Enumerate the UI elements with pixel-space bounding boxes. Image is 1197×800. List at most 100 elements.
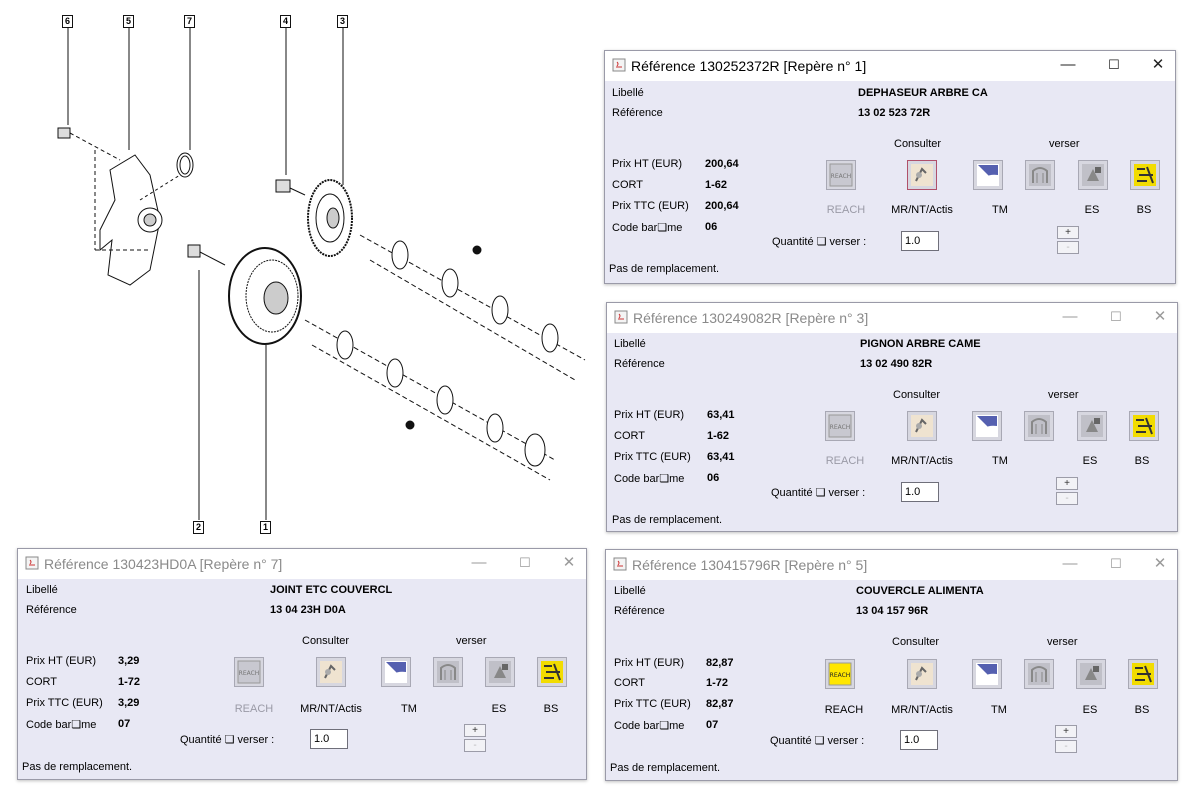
mr-nt-actis-button[interactable]	[316, 657, 346, 687]
manual-book-icon	[911, 415, 933, 437]
es-button[interactable]	[1077, 411, 1107, 441]
bs-button[interactable]	[537, 657, 567, 687]
engine-button[interactable]	[1025, 160, 1055, 190]
prix-ttc-value: 200,64	[705, 200, 739, 212]
reach-label: REACH	[824, 704, 864, 716]
es-button[interactable]	[485, 657, 515, 687]
reach-button[interactable]: REACH	[825, 659, 855, 689]
callout-7[interactable]: 7	[184, 15, 195, 28]
tm-button[interactable]	[973, 160, 1003, 190]
callout-1[interactable]: 1	[260, 521, 271, 534]
code-bareme-value: 07	[706, 719, 719, 731]
libelle-label: Libellé	[614, 338, 646, 350]
callout-4[interactable]: 4	[280, 15, 291, 28]
bs-button[interactable]	[1130, 160, 1160, 190]
code-bareme-value: 06	[707, 472, 720, 484]
bs-warning-icon	[1132, 663, 1154, 685]
prix-ttc-label: Prix TTC (EUR)	[612, 200, 689, 212]
reach-icon: REACH	[829, 163, 853, 187]
decrement-button[interactable]: -	[1055, 740, 1077, 753]
reference-value: 13 02 490 82R	[860, 358, 933, 370]
maximize-button[interactable]: ☐	[1108, 57, 1120, 72]
callout-6[interactable]: 6	[62, 15, 73, 28]
close-button[interactable]: ✕	[562, 554, 576, 571]
engine-button[interactable]	[433, 657, 463, 687]
title-bar[interactable]: Référence 130252372R [Repère n° 1] — ☐ ✕	[605, 51, 1175, 81]
java-app-icon	[612, 58, 626, 72]
tm-document-icon	[976, 663, 998, 685]
decrement-button[interactable]: -	[1057, 241, 1079, 254]
quantite-label: Quantité ❏ verser :	[772, 236, 867, 248]
quantite-input[interactable]	[901, 482, 939, 502]
title-bar[interactable]: Référence 130415796R [Repère n° 5] — ☐ ✕	[606, 550, 1177, 580]
exploded-view-drawing	[57, 27, 586, 520]
cort-value: 1-62	[705, 179, 728, 191]
tm-button[interactable]	[381, 657, 411, 687]
java-app-icon	[25, 556, 39, 570]
minimize-button[interactable]: —	[1062, 555, 1078, 572]
title-bar[interactable]: Référence 130249082R [Repère n° 3] — ☐ ✕	[607, 303, 1177, 333]
callout-3[interactable]: 3	[337, 15, 348, 28]
libelle-label: Libellé	[614, 585, 646, 597]
cort-value: 1-62	[707, 430, 730, 442]
bs-button[interactable]	[1129, 411, 1159, 441]
close-button[interactable]: ✕	[1153, 555, 1167, 572]
replacement-note: Pas de remplacement.	[610, 762, 721, 774]
verser-label: verser	[1049, 138, 1080, 150]
quantite-input[interactable]	[310, 729, 348, 749]
code-bareme-label: Code bar❏me	[614, 720, 685, 732]
decrement-button[interactable]: -	[1056, 492, 1078, 505]
bs-label: BS	[1136, 204, 1152, 216]
title-bar[interactable]: Référence 130423HD0A [Repère n° 7] — ☐ ✕	[18, 549, 586, 579]
engine-icon	[1028, 415, 1050, 437]
cort-label: CORT	[614, 430, 645, 442]
increment-button[interactable]: +	[464, 724, 486, 737]
quantite-label: Quantité ❏ verser :	[180, 734, 275, 746]
mr-nt-actis-button[interactable]	[907, 659, 937, 689]
engine-button[interactable]	[1024, 411, 1054, 441]
es-button[interactable]	[1076, 659, 1106, 689]
reach-button[interactable]: REACH	[826, 160, 856, 190]
minimize-button[interactable]: —	[1060, 56, 1076, 73]
increment-button[interactable]: +	[1056, 477, 1078, 490]
mr-nt-actis-label: MR/NT/Actis	[300, 703, 362, 715]
minimize-button[interactable]: —	[1062, 308, 1078, 325]
tm-button[interactable]	[972, 411, 1002, 441]
increment-button[interactable]: +	[1055, 725, 1077, 738]
es-parts-icon	[1081, 415, 1103, 437]
mr-nt-actis-label: MR/NT/Actis	[891, 704, 953, 716]
decrement-button[interactable]: -	[464, 739, 486, 752]
consulter-label: Consulter	[892, 636, 940, 648]
maximize-button[interactable]: ☐	[519, 555, 531, 570]
window-title: Référence 130423HD0A [Repère n° 7]	[44, 556, 283, 572]
callout-5[interactable]: 5	[123, 15, 134, 28]
reach-button[interactable]: REACH	[825, 411, 855, 441]
close-button[interactable]: ✕	[1153, 308, 1167, 325]
increment-button[interactable]: +	[1057, 226, 1079, 239]
reach-button[interactable]: REACH	[234, 657, 264, 687]
prix-ttc-label: Prix TTC (EUR)	[614, 451, 691, 463]
cort-label: CORT	[26, 676, 57, 688]
maximize-button[interactable]: ☐	[1110, 309, 1122, 324]
mr-nt-actis-button[interactable]	[907, 160, 937, 190]
cort-value: 1-72	[118, 676, 141, 688]
manual-book-icon	[320, 661, 342, 683]
maximize-button[interactable]: ☐	[1110, 556, 1122, 571]
tm-button[interactable]	[972, 659, 1002, 689]
reference-value: 13 04 157 96R	[856, 605, 929, 617]
parts-diagram: 6 5 7 4 3 2 1	[0, 0, 600, 545]
svg-text:REACH: REACH	[239, 670, 260, 677]
es-button[interactable]	[1078, 160, 1108, 190]
quantite-input[interactable]	[900, 730, 938, 750]
reference-window-7: Référence 130423HD0A [Repère n° 7] — ☐ ✕…	[17, 548, 587, 780]
mr-nt-actis-button[interactable]	[907, 411, 937, 441]
bs-button[interactable]	[1128, 659, 1158, 689]
engine-button[interactable]	[1024, 659, 1054, 689]
reach-label: REACH	[825, 455, 865, 467]
code-bareme-value: 07	[118, 718, 131, 730]
minimize-button[interactable]: —	[471, 554, 487, 571]
callout-2[interactable]: 2	[193, 521, 204, 534]
quantite-input[interactable]	[901, 231, 939, 251]
close-button[interactable]: ✕	[1151, 56, 1165, 73]
bs-label: BS	[1134, 704, 1150, 716]
